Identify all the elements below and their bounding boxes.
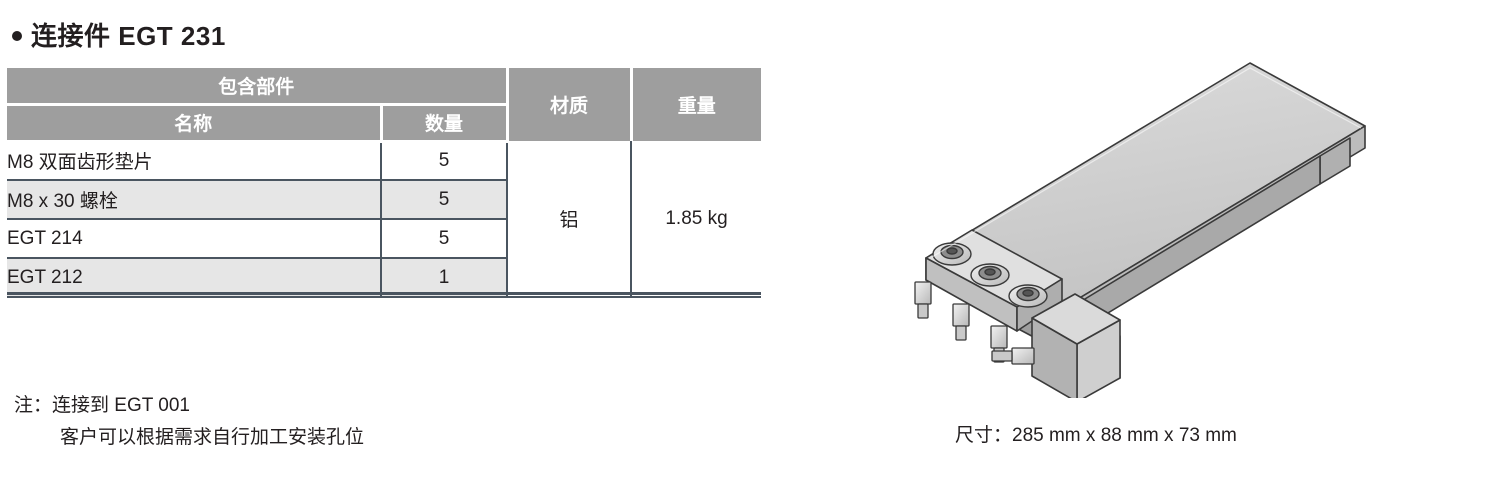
part-quantity: 5 xyxy=(381,219,509,259)
part-quantity: 5 xyxy=(381,141,509,181)
bolt-head-2 xyxy=(970,263,1010,287)
table-row: M8 x 30 螺栓 5 xyxy=(7,180,761,220)
table-row: EGT 214 5 xyxy=(7,219,761,259)
part-name: EGT 212 xyxy=(7,258,382,298)
bolt-head-3 xyxy=(1008,284,1048,308)
part-name: M8 双面齿形垫片 xyxy=(7,141,382,181)
page-title-text: 连接件 EGT 231 xyxy=(31,21,226,51)
bolt-shank-2 xyxy=(952,303,970,341)
included-parts-table: 包含部件 材质 重量 名称 数量 M8 双面齿形垫片 5 铝 1.85 kg M… xyxy=(7,68,762,298)
product-illustration xyxy=(880,48,1390,398)
bullet-point-icon xyxy=(12,31,22,41)
header-included-parts: 包含部件 xyxy=(7,68,509,106)
table-header-row-columns: 名称 数量 xyxy=(7,104,761,143)
egt-231-bracket-drawing xyxy=(914,62,1366,398)
table-header-row-group: 包含部件 材质 重量 xyxy=(7,68,762,141)
part-name: M8 x 30 螺栓 xyxy=(7,180,382,220)
table-bottom-rule xyxy=(7,292,761,295)
header-weight: 重量 xyxy=(631,68,762,141)
notes-block: 注：连接到 EGT 001 客户可以根据需求自行加工安装孔位 xyxy=(14,390,364,454)
header-quantity: 数量 xyxy=(381,104,509,143)
table-row: EGT 212 1 xyxy=(7,258,761,298)
note-line-2: 客户可以根据需求自行加工安装孔位 xyxy=(60,427,365,448)
bolt-shank-1 xyxy=(914,281,932,319)
header-material: 材质 xyxy=(507,68,633,141)
header-name: 名称 xyxy=(7,104,383,143)
weight-value: 1.85 kg xyxy=(631,141,762,298)
part-name: EGT 214 xyxy=(7,219,382,259)
bolt-head-1 xyxy=(932,242,972,266)
side-bolt xyxy=(991,347,1035,365)
dimensions-caption: 尺寸：285 mm x 88 mm x 73 mm xyxy=(955,425,1237,446)
page-title: 连接件 EGT 231 xyxy=(12,16,226,53)
material-value: 铝 xyxy=(507,141,633,298)
note-line-1: 注：连接到 EGT 001 xyxy=(14,395,190,416)
part-quantity: 1 xyxy=(381,258,509,298)
table-row: M8 双面齿形垫片 5 铝 1.85 kg xyxy=(7,141,762,298)
part-quantity: 5 xyxy=(381,180,509,220)
